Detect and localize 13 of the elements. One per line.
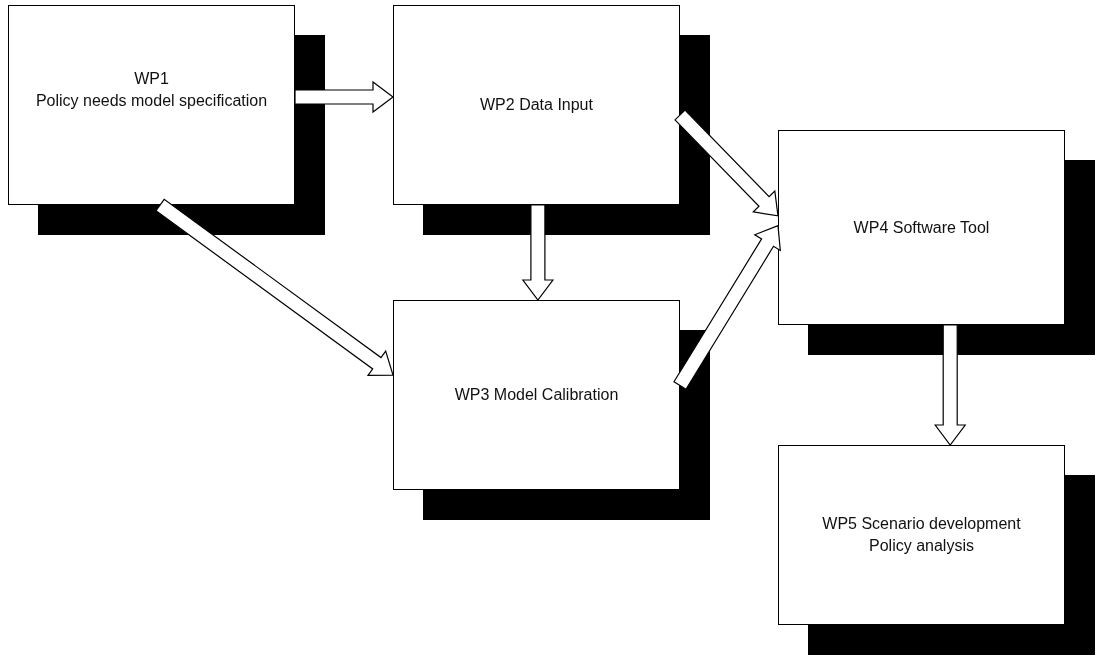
box-label: Policy analysis <box>869 536 974 556</box>
block-arrow <box>521 204 555 301</box>
block-arrow <box>674 109 779 217</box>
block-arrow <box>673 224 781 391</box>
box-label: WP5 Scenario development <box>822 514 1021 535</box>
box-label: WP3 Model Calibration <box>454 385 619 406</box>
box-label: WP4 Software Tool <box>853 217 990 238</box>
box-label: Policy needs model specification <box>35 90 268 111</box>
box-label: WP1 <box>134 69 169 89</box>
block-arrow <box>294 80 394 114</box>
box-label: WP2 Data Input <box>480 95 593 116</box>
block-arrow <box>155 198 394 376</box>
block-arrow <box>934 324 967 446</box>
